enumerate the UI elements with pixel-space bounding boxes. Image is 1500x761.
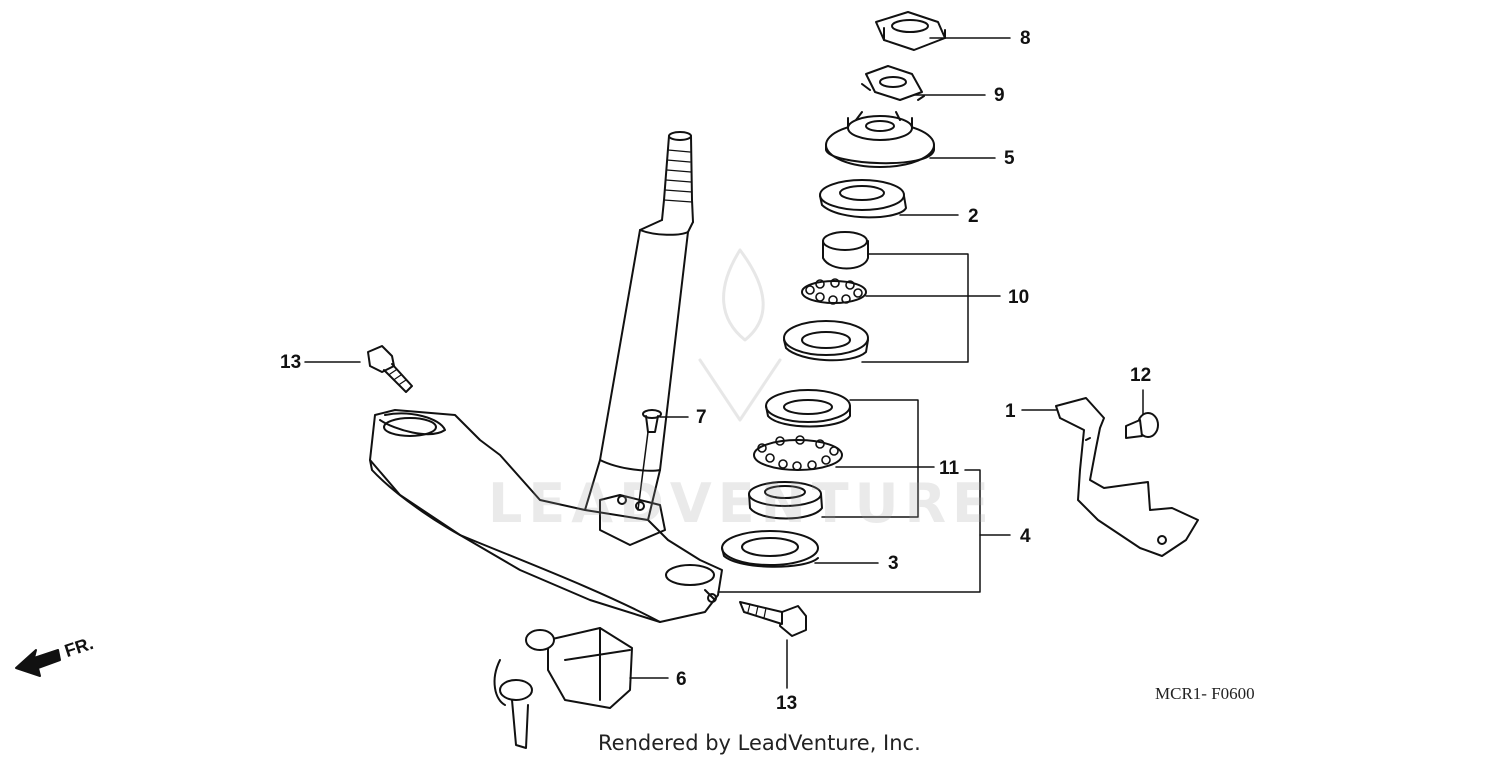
callout-6: 6: [676, 669, 687, 690]
diagram-code: MCR1- F0600: [1155, 684, 1255, 703]
part-3-lower-dust-seal: [721, 530, 819, 568]
callout-10: 10: [1008, 287, 1030, 308]
callout-4: 4: [1020, 526, 1031, 547]
bottom-bridge: [369, 409, 723, 623]
part-12-bolt: [1125, 412, 1159, 439]
render-credit: Rendered by LeadVenture, Inc.: [598, 731, 921, 755]
part-5-adjusting-nut: [825, 111, 935, 168]
part-9-lock-washer: [861, 65, 925, 101]
part-6-lock-and-keys: [493, 627, 633, 749]
part-13-bolt-upper: [367, 345, 413, 393]
callout-13-lower: 13: [776, 693, 798, 714]
front-direction-arrow: [15, 649, 61, 677]
callout-7: 7: [696, 407, 707, 428]
callout-2: 2: [968, 206, 979, 227]
part-8-lock-nut: [875, 11, 946, 51]
callout-13-upper: 13: [280, 352, 302, 373]
callout-5: 5: [1004, 148, 1015, 169]
callout-8: 8: [1020, 28, 1031, 49]
part-13-bolt-lower: [739, 601, 807, 637]
callout-11: 11: [939, 458, 960, 479]
watermark-logo: [698, 248, 782, 422]
steering-stem: [584, 131, 694, 521]
part-11-lower-bearing-set: [748, 389, 851, 520]
part-1-bracket: [1055, 397, 1199, 557]
leader-lines: [304, 37, 1144, 689]
callout-12: 12: [1130, 365, 1152, 386]
watermark-text: LEADVENTURE: [488, 472, 995, 535]
callout-1: 1: [1005, 401, 1016, 422]
part-2-dust-seal: [819, 179, 907, 219]
part-10-upper-bearing-set: [783, 231, 869, 362]
callout-9: 9: [994, 85, 1005, 106]
part-7-screw: [642, 409, 662, 433]
callout-3: 3: [888, 553, 899, 574]
